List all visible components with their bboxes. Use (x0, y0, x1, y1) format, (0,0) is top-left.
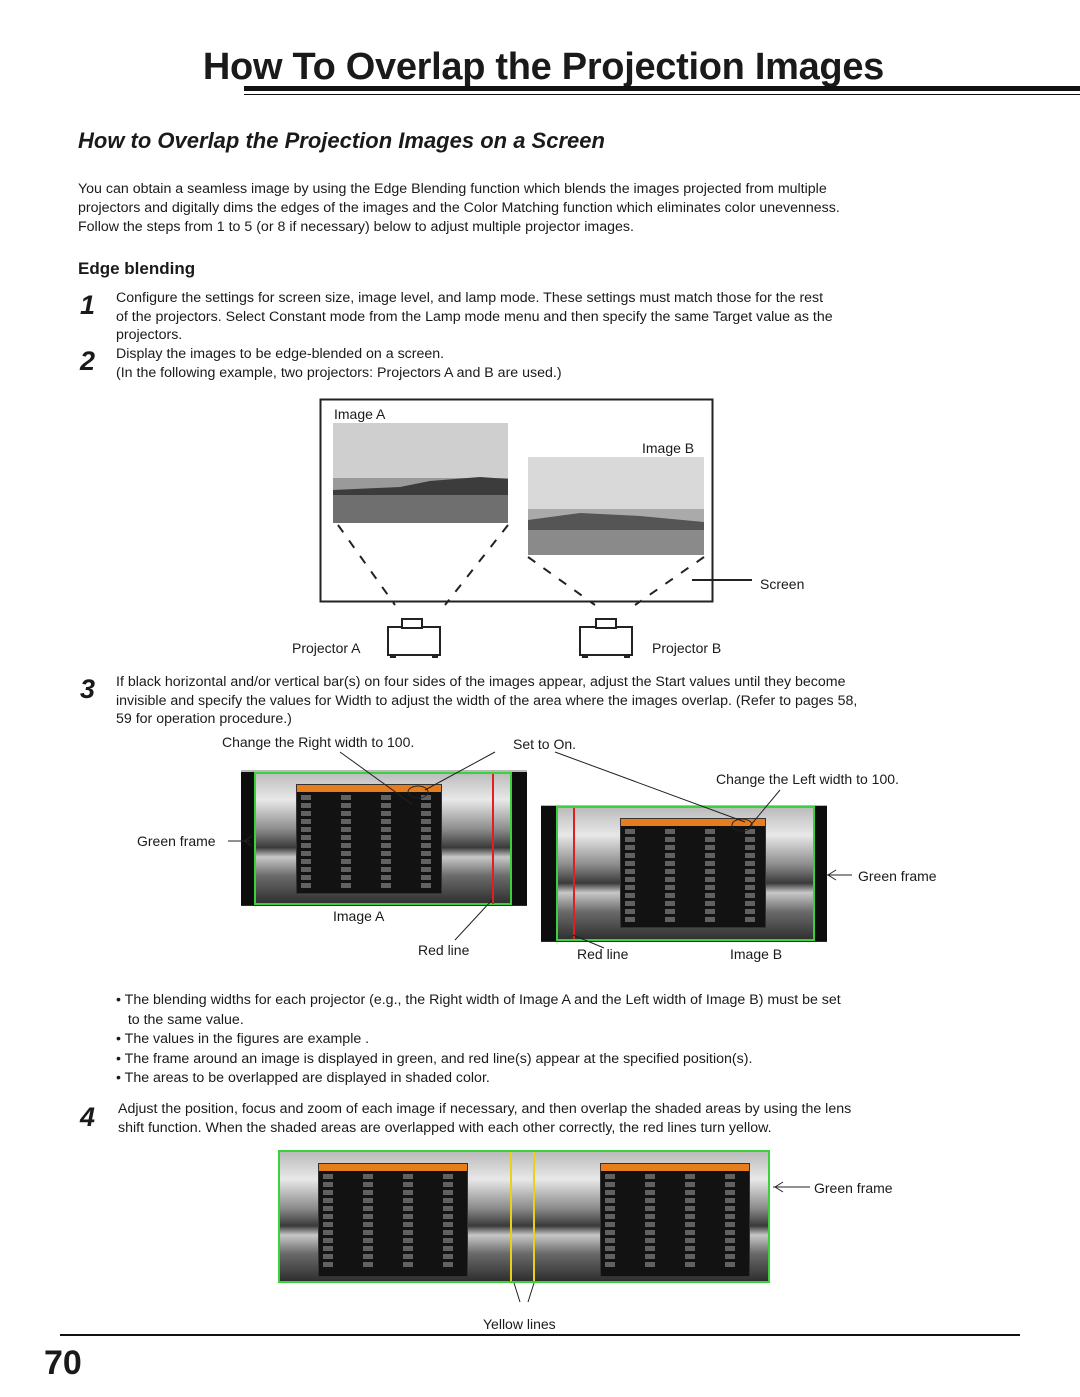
menu-title-bar (621, 819, 765, 826)
step-line: invisible and specify the values for Wid… (116, 692, 858, 709)
step-number: 1 (80, 290, 96, 320)
subsection-title: Edge blending (78, 259, 196, 278)
note-item: • The blending widths for each projector… (116, 992, 841, 1008)
red-line-label-a: Red line (418, 942, 470, 958)
image-a-caption: Image A (333, 908, 385, 924)
black-bar (541, 806, 556, 941)
step-line: Display the images to be edge-blended on… (116, 346, 445, 362)
red-line-a (492, 774, 494, 904)
image-b-caption: Image B (730, 946, 783, 962)
step-line: shift function. When the shaded areas ar… (118, 1119, 772, 1136)
step-line: Configure the settings for screen size, … (116, 290, 824, 306)
step-text: Display the images to be edge-blended on… (116, 345, 562, 382)
edge-blending-menu-right (600, 1163, 750, 1277)
notes-list: • The blending widths for each projector… (116, 991, 841, 1089)
projection-diagram (319, 398, 752, 658)
page-number: 70 (44, 1344, 82, 1382)
set-on-caption: Set to On. (513, 736, 577, 752)
figure-projection-setup (280, 395, 820, 665)
intro-paragraph: You can obtain a seamless image by using… (78, 180, 958, 237)
black-bar (815, 806, 827, 941)
image-a-label: Image A (334, 406, 386, 422)
menu-title-bar (297, 785, 441, 792)
green-frame-b (556, 806, 815, 941)
header-rule-thin (244, 94, 1080, 95)
step-line: If black horizontal and/or vertical bar(… (116, 674, 846, 690)
section-title: How to Overlap the Projection Images on … (78, 128, 605, 153)
red-line-b (573, 808, 575, 939)
screen-label: Screen (760, 576, 805, 592)
step-line: Adjust the position, focus and zoom of e… (118, 1101, 852, 1117)
left-width-caption: Change the Left width to 100. (716, 771, 899, 787)
note-item: to the same value. (116, 1011, 244, 1028)
step-number: 4 (80, 1102, 96, 1132)
intro-line: You can obtain a seamless image by using… (78, 181, 827, 197)
page-header-title: How To Overlap the Projection Images (202, 46, 884, 88)
step-text: Adjust the position, focus and zoom of e… (118, 1100, 851, 1137)
step-text: Configure the settings for screen size, … (116, 289, 833, 345)
green-frame-label-left: Green frame (137, 833, 216, 849)
green-frame-label-right: Green frame (858, 868, 937, 884)
green-frame-label: Green frame (814, 1180, 893, 1196)
step-number: 2 (80, 346, 96, 376)
intro-line: projectors and digitally dims the edges … (78, 200, 840, 216)
yellow-line-right (533, 1152, 535, 1281)
projector-a-label: Projector A (292, 640, 361, 656)
red-line-label-b: Red line (577, 946, 629, 962)
screen-rect (319, 398, 714, 603)
image-b-label: Image B (642, 440, 695, 456)
step-line: (In the following example, two projector… (116, 364, 562, 381)
step-line: projectors. (116, 327, 183, 343)
intro-line: Follow the steps from 1 to 5 (or 8 if ne… (78, 219, 634, 235)
right-width-caption: Change the Right width to 100. (222, 734, 415, 750)
edge-blending-menu-b (620, 818, 766, 928)
note-item: • The frame around an image is displayed… (116, 1050, 753, 1067)
yellow-line-left (510, 1152, 512, 1281)
header-rule (244, 86, 1080, 91)
projector-b-icon (579, 618, 633, 658)
step-line: 59 for operation procedure.) (116, 711, 292, 727)
note-item: • The areas to be overlapped are display… (116, 1070, 490, 1086)
green-frame-a (254, 772, 512, 905)
projector-b-label: Projector B (652, 640, 722, 656)
step-number: 3 (80, 674, 96, 704)
step-line: of the projectors. Select Constant mode … (116, 308, 833, 325)
yellow-lines-label: Yellow lines (483, 1316, 556, 1332)
step-text: If black horizontal and/or vertical bar(… (116, 673, 857, 729)
edge-blending-menu-left (318, 1163, 468, 1277)
projector-a-icon (387, 618, 441, 658)
edge-blending-menu-a (296, 784, 442, 894)
note-item: • The values in the figures are example … (116, 1031, 370, 1047)
green-frame-overlap (278, 1150, 770, 1283)
black-bar (512, 772, 527, 905)
footer-rule (60, 1334, 1020, 1336)
